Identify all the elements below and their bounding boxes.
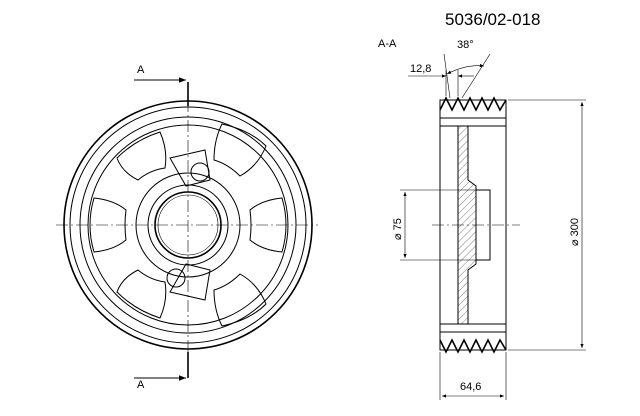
top-grooves <box>439 96 507 112</box>
inner-rim <box>79 116 297 334</box>
front-view: A A <box>56 64 318 391</box>
hub-diameter-label: ⌀ 75 <box>392 218 404 240</box>
hub-section <box>475 189 491 261</box>
section-title: A-A <box>378 38 397 50</box>
section-view: A-A 38° 12,8 <box>378 38 586 400</box>
part-number: 5036/02-018 <box>445 10 540 29</box>
groove-pitch-label: 12,8 <box>410 63 431 75</box>
outer-diameter-label: ⌀ 300 <box>569 218 581 246</box>
lower-lug <box>169 263 211 301</box>
web-openings <box>89 123 287 327</box>
groove-circle <box>69 106 307 344</box>
web-section <box>457 125 477 325</box>
bore <box>154 191 222 259</box>
section-mark-top: A <box>137 64 145 76</box>
bottom-grooves <box>439 338 507 354</box>
upper-lug <box>169 149 211 187</box>
groove-angle-label: 38° <box>457 39 474 51</box>
lower-lug-hole <box>166 268 186 288</box>
bore-chamfer <box>157 194 219 256</box>
upper-lug-hole <box>190 162 210 182</box>
web-edge <box>87 124 289 326</box>
hub-outer <box>135 172 241 278</box>
section-mark-bottom: A <box>137 379 145 391</box>
width-label: 64,6 <box>460 381 481 393</box>
